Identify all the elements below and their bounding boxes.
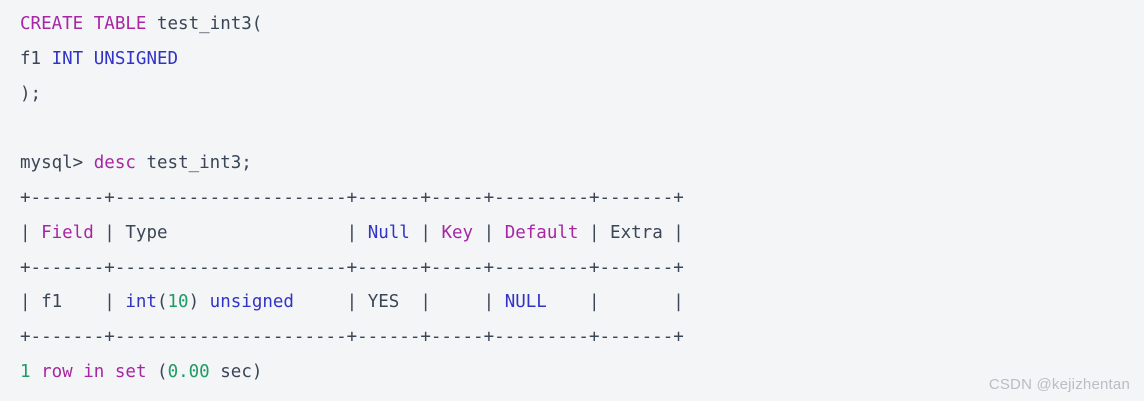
code-line: ); bbox=[20, 77, 1124, 112]
code-token-pl: test_int3; bbox=[135, 153, 252, 174]
code-token-pl: | Extra | bbox=[578, 222, 684, 243]
code-token-type: UNSIGNED bbox=[93, 48, 179, 69]
code-token-pl: ( bbox=[146, 361, 168, 382]
code-line: CREATE TABLE test_int3( bbox=[20, 7, 1124, 42]
code-token-kw: set bbox=[114, 361, 147, 382]
code-token-pl: +-------+----------------------+------+-… bbox=[20, 187, 684, 208]
code-token-kw: Key bbox=[441, 222, 474, 243]
code-token-pl bbox=[31, 362, 42, 382]
code-token-pl: | bbox=[409, 222, 442, 243]
code-line: +-------+----------------------+------+-… bbox=[20, 320, 1124, 355]
code-token-type: int bbox=[125, 292, 157, 313]
code-token-pl: ) bbox=[188, 292, 210, 313]
code-line: 1 row in set (0.00 sec) bbox=[20, 355, 1124, 390]
code-token-type: Null bbox=[367, 222, 410, 243]
code-token-pl: | bbox=[473, 222, 505, 243]
code-token-pl: +-------+----------------------+------+-… bbox=[20, 257, 684, 278]
code-token-type: INT bbox=[51, 48, 84, 69]
code-token-num: 0.00 bbox=[167, 361, 210, 382]
code-line: +-------+----------------------+------+-… bbox=[20, 251, 1124, 286]
code-token-pl: | | bbox=[546, 292, 684, 313]
code-token-pl: ); bbox=[20, 83, 42, 104]
code-token-pl: ( bbox=[156, 292, 168, 313]
code-line: | f1 | int(10) unsigned | YES | | NULL |… bbox=[20, 285, 1124, 320]
code-token-kw: Field bbox=[41, 222, 94, 243]
code-token-kw: Default bbox=[504, 222, 579, 243]
code-token-pl: f1 bbox=[20, 48, 52, 69]
code-token-pl: | f1 | bbox=[20, 292, 126, 313]
code-token-type: NULL bbox=[504, 292, 547, 313]
code-token-type: unsigned bbox=[209, 292, 294, 313]
code-line: mysql> desc test_int3; bbox=[20, 146, 1124, 181]
code-line: | Field | Type | Null | Key | Default | … bbox=[20, 216, 1124, 251]
code-token-kw: desc bbox=[93, 153, 136, 174]
code-token-kw: row bbox=[41, 361, 73, 382]
code-token-pl bbox=[73, 362, 84, 382]
code-token-pl bbox=[83, 49, 94, 69]
code-token-pl: | Type | bbox=[93, 222, 368, 243]
code-token-pl bbox=[83, 14, 94, 34]
code-token-kw: TABLE bbox=[93, 14, 147, 34]
code-token-kw: in bbox=[83, 361, 105, 382]
code-token-pl: sec) bbox=[209, 361, 263, 382]
code-token-pl: mysql> bbox=[20, 153, 94, 174]
csdn-watermark: CSDN @kejizhentan bbox=[988, 376, 1130, 393]
code-token-pl: | YES | | bbox=[293, 292, 505, 313]
code-token-pl bbox=[104, 362, 115, 382]
code-token-pl: test_int3( bbox=[146, 14, 263, 34]
code-token-pl: +-------+----------------------+------+-… bbox=[20, 327, 684, 348]
code-token-num: 1 bbox=[20, 361, 31, 382]
code-line bbox=[20, 111, 1124, 146]
code-token-pl: | bbox=[20, 222, 42, 243]
code-line: f1 INT UNSIGNED bbox=[20, 42, 1124, 77]
code-token-kw: CREATE bbox=[20, 14, 84, 34]
code-token-num: 10 bbox=[167, 292, 189, 313]
code-line: +-------+----------------------+------+-… bbox=[20, 181, 1124, 216]
